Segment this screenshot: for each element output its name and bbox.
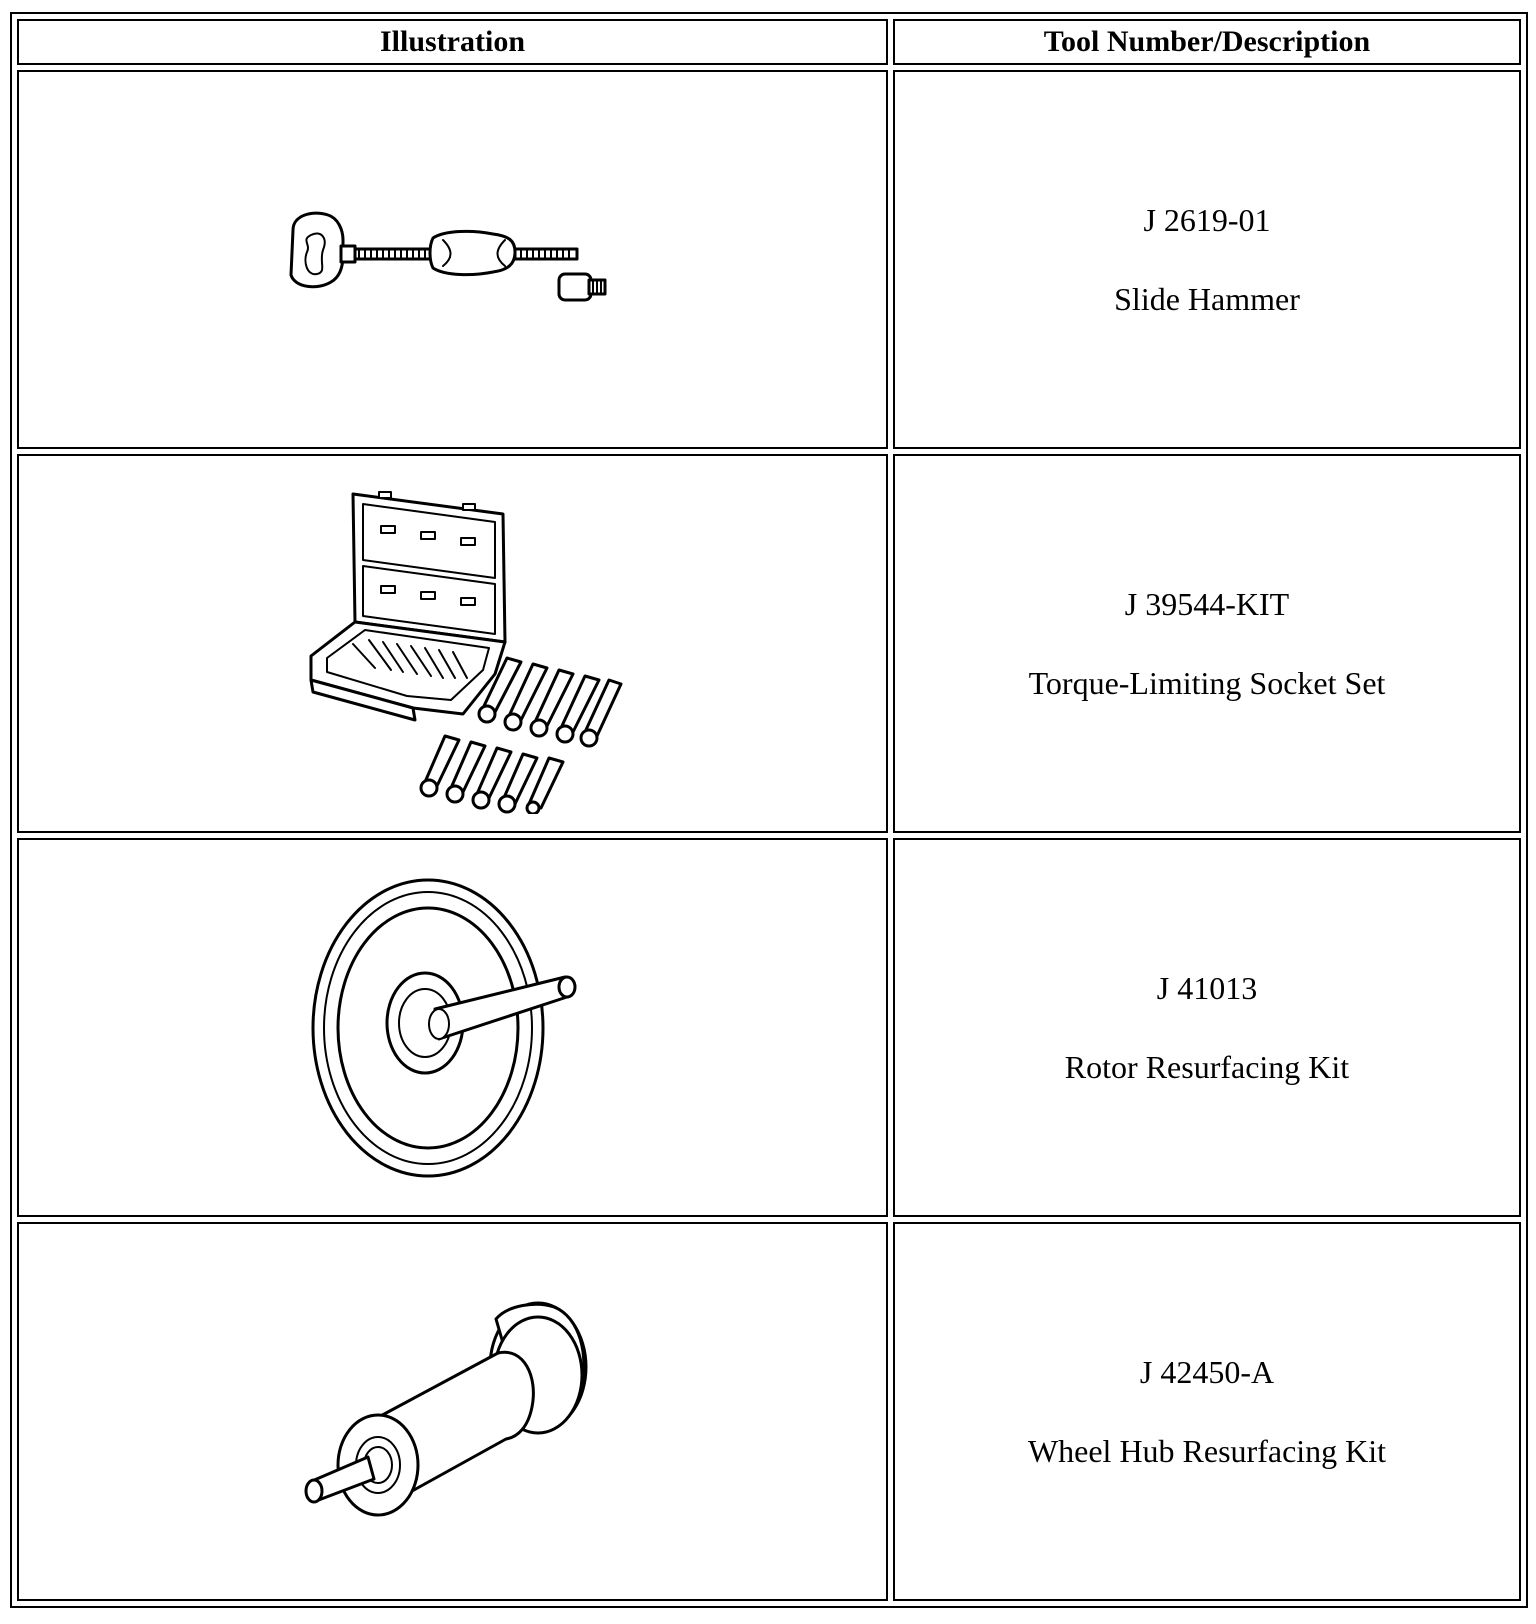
wheel-hub-resurfacing-icon [304,1301,587,1516]
table-row: J 42450-A Wheel Hub Resurfacing Kit [17,1222,1521,1601]
tool-number: J 39544-KIT [1124,586,1290,623]
tool-number: J 41013 [1156,970,1258,1007]
slide-hammer-icon [289,211,606,301]
tools-table: Illustration Tool Number/Description [10,12,1528,1608]
tool-description: Torque-Limiting Socket Set [1028,664,1386,701]
header-row: Illustration Tool Number/Description [17,19,1521,65]
table-row: J 2619-01 Slide Hammer [17,70,1521,449]
tool-description-cell: J 41013 Rotor Resurfacing Kit [893,838,1521,1217]
header-tool-description: Tool Number/Description [893,19,1521,65]
illustration-cell [17,838,888,1217]
rotor-resurfacing-icon [311,878,576,1177]
tool-number: J 2619-01 [1143,202,1271,239]
illustration-cell [17,70,888,449]
tool-description: Slide Hammer [1114,280,1300,317]
tool-number: J 42450-A [1139,1354,1275,1391]
illustration-cell [17,454,888,833]
socket-set-icon [309,490,622,814]
tool-description: Wheel Hub Resurfacing Kit [1027,1432,1387,1469]
header-illustration: Illustration [17,19,888,65]
tool-description-cell: J 2619-01 Slide Hammer [893,70,1521,449]
tool-description: Rotor Resurfacing Kit [1064,1048,1350,1085]
tool-description-cell: J 39544-KIT Torque-Limiting Socket Set [893,454,1521,833]
tool-description-cell: J 42450-A Wheel Hub Resurfacing Kit [893,1222,1521,1601]
table-row: J 41013 Rotor Resurfacing Kit [17,838,1521,1217]
illustration-cell [17,1222,888,1601]
table-row: J 39544-KIT Torque-Limiting Socket Set [17,454,1521,833]
